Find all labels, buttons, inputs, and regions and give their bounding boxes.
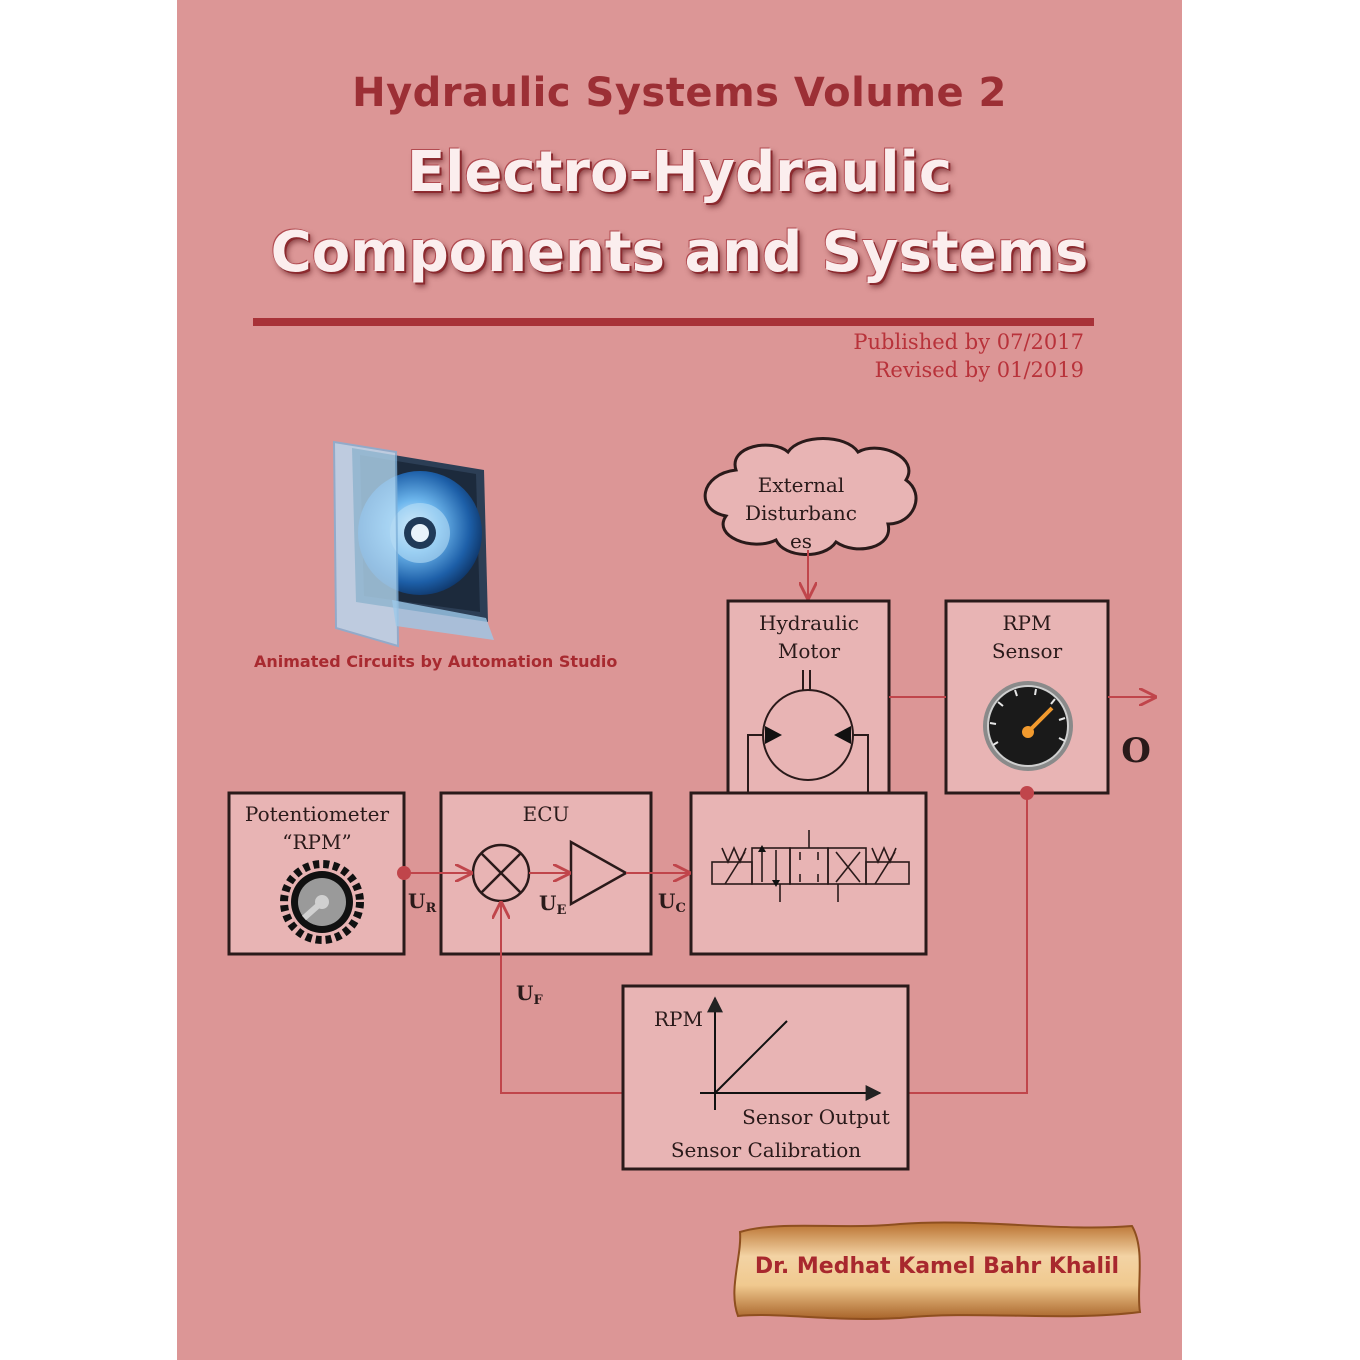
amplifier-icon bbox=[569, 839, 629, 907]
signal-ur: UR bbox=[408, 889, 436, 916]
main-title-line-2: Components and Systems bbox=[270, 220, 1089, 285]
author-scroll bbox=[733, 1221, 1142, 1320]
output-label: O bbox=[1121, 731, 1151, 771]
speedometer-icon bbox=[983, 681, 1073, 771]
signal-uc: UC bbox=[658, 889, 686, 916]
motor-label-line-1: Hydraulic bbox=[759, 611, 859, 635]
potentiometer-block: Potentiometer “RPM” bbox=[227, 791, 406, 956]
signal-ue: UE bbox=[539, 891, 566, 918]
series-title: Hydraulic Systems Volume 2 bbox=[352, 70, 1007, 116]
calibration-y-label: RPM bbox=[654, 1007, 703, 1031]
main-title-line-1: Electro-Hydraulic bbox=[406, 140, 953, 205]
ecu-label: ECU bbox=[523, 802, 570, 826]
sensor-calibration-block: RPM Sensor Output Sensor Calibration bbox=[621, 984, 910, 1171]
signal-uf: UF bbox=[516, 981, 543, 1008]
rpm-sensor-block: RPM Sensor bbox=[944, 599, 1110, 795]
author-name: Dr. Medhat Kamel Bahr Khalil bbox=[754, 1254, 1120, 1279]
motor-label-line-2: Motor bbox=[778, 639, 841, 663]
disturbance-line-1: External bbox=[758, 473, 845, 497]
revised-date: Revised by 01/2019 bbox=[874, 358, 1084, 382]
calibration-x-label: Sensor Output bbox=[742, 1105, 890, 1129]
signal-lines bbox=[397, 786, 1034, 1094]
published-date: Published by 07/2017 bbox=[853, 330, 1084, 354]
potentiometer-label-line-1: Potentiometer bbox=[245, 802, 390, 826]
disturbance-line-2: Disturbanc bbox=[745, 501, 857, 525]
potentiometer-label-line-2: “RPM” bbox=[282, 830, 351, 854]
servo-valve-block bbox=[689, 791, 928, 956]
potentiometer-knob-icon bbox=[280, 860, 364, 944]
cd-case-icon bbox=[332, 440, 494, 648]
sensor-label-line-1: RPM bbox=[1003, 611, 1052, 635]
calibration-title: Sensor Calibration bbox=[671, 1138, 861, 1162]
title-divider bbox=[253, 318, 1094, 326]
external-disturbances-cloud: External Disturbanc es bbox=[703, 437, 918, 556]
sensor-label-line-2: Sensor bbox=[992, 639, 1063, 663]
cd-caption: Animated Circuits by Automation Studio bbox=[254, 652, 618, 671]
hydraulic-motor-block: Hydraulic Motor bbox=[726, 599, 891, 795]
disturbance-line-3: es bbox=[790, 529, 812, 553]
